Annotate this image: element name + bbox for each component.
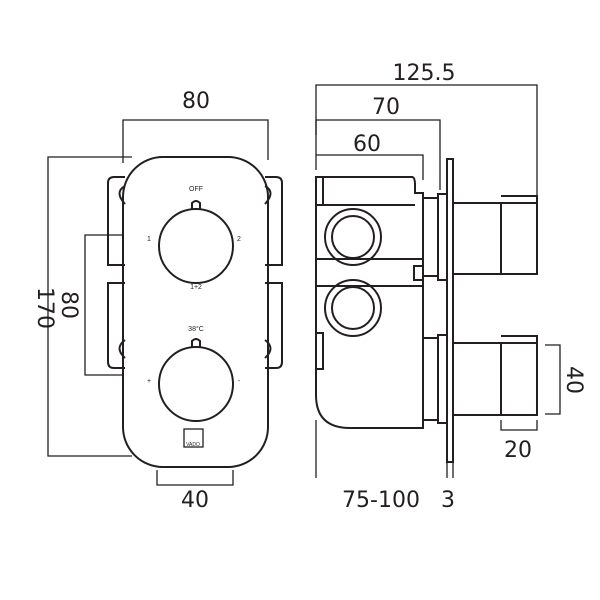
label-both: 1+2 bbox=[190, 284, 202, 291]
dim-depth-125-5: 125.5 bbox=[393, 61, 456, 86]
top-knob bbox=[158, 200, 234, 284]
dim-depth-70: 70 bbox=[372, 95, 400, 120]
side-dimension-lines bbox=[315, 84, 561, 478]
dim-width-80: 80 bbox=[182, 89, 210, 114]
bottom-knob bbox=[158, 338, 234, 422]
dim-wall-75-100: 75-100 bbox=[342, 488, 420, 513]
label-minus: - bbox=[238, 378, 241, 385]
front-plate bbox=[122, 156, 269, 468]
dim-bracket-80: 80 bbox=[56, 291, 81, 319]
front-dimension-lines bbox=[47, 119, 269, 486]
dim-handle-40: 40 bbox=[561, 366, 586, 394]
valve-body bbox=[315, 158, 538, 463]
front-view: OFF 1 2 1+2 38°C + - VADO 80 170 80 40 bbox=[32, 89, 283, 513]
dim-height-170: 170 bbox=[32, 287, 57, 329]
vado-logo: VADO bbox=[186, 442, 200, 448]
dim-handle-20: 20 bbox=[504, 438, 532, 463]
label-plus: + bbox=[147, 378, 151, 385]
label-off: OFF bbox=[189, 186, 203, 193]
vado-logo-box bbox=[183, 428, 204, 448]
label-outlet-2: 2 bbox=[237, 236, 241, 243]
label-temperature: 38°C bbox=[188, 325, 204, 333]
dim-bottom-40: 40 bbox=[181, 488, 209, 513]
dim-depth-60: 60 bbox=[353, 132, 381, 157]
side-view: 125.5 70 60 75-100 3 40 20 bbox=[315, 61, 586, 513]
dim-plate-3: 3 bbox=[441, 488, 455, 513]
label-outlet-1: 1 bbox=[147, 236, 151, 243]
